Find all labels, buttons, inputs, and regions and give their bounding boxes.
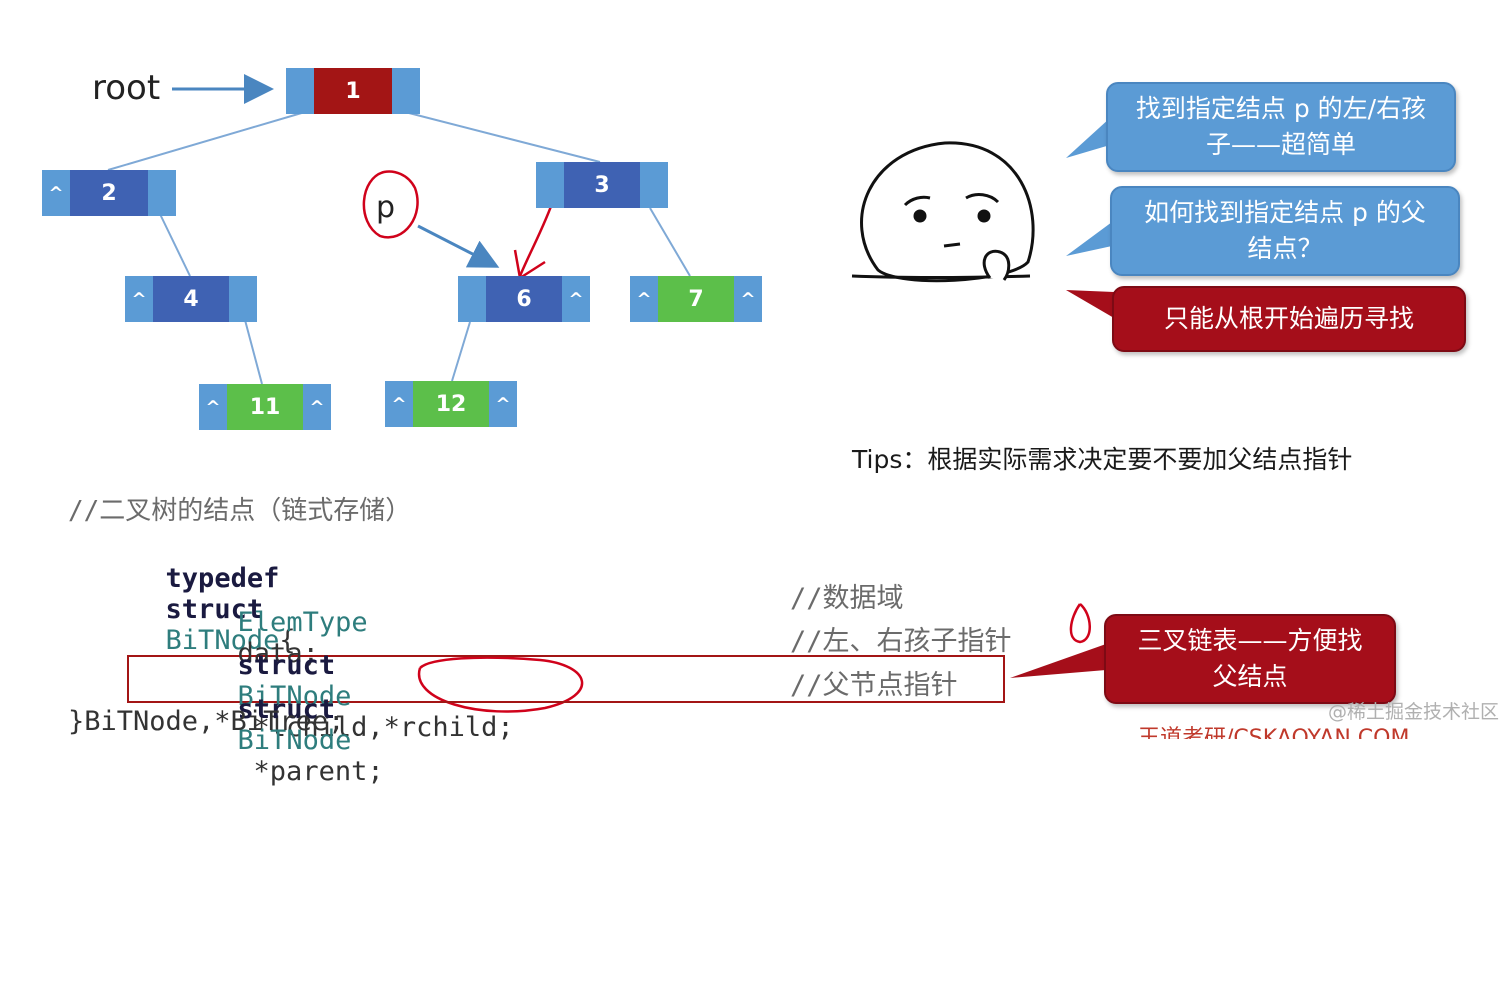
brace-open: { — [279, 625, 296, 656]
kw-struct: struct — [237, 694, 336, 725]
rchild-field — [148, 170, 176, 216]
node-value: 12 — [413, 381, 489, 427]
bubble3-tail — [1066, 290, 1114, 318]
edge-3-7 — [649, 207, 691, 277]
type-elemtype: ElemType — [237, 607, 368, 638]
lchild-field — [458, 276, 486, 322]
field-data: data; — [237, 638, 319, 669]
tree-node-12: ^ 12 ^ — [385, 381, 517, 427]
node-value: 4 — [153, 276, 229, 322]
null-marker: ^ — [562, 276, 590, 322]
field-parent: *parent; — [253, 756, 384, 787]
null-marker: ^ — [734, 276, 762, 322]
lchild-field — [536, 162, 564, 208]
edge-2-4 — [159, 213, 191, 277]
bubble2-tail — [1066, 222, 1112, 256]
code-block: //二叉树的结点（链式存储） typedef struct BiTNode{ E… — [68, 486, 1028, 787]
node-value: 7 — [658, 276, 734, 322]
edge-1-3 — [404, 111, 601, 163]
kw-struct: struct — [165, 594, 264, 625]
bubble-find-parent: 如何找到指定结点 p 的父结点？ — [1110, 186, 1460, 276]
watermark: @稀土掘金技术社区 — [1328, 701, 1500, 723]
bubble-find-children: 找到指定结点 p 的左/右孩子——超简单 — [1106, 82, 1456, 172]
code-line-children: struct BiTNode *lchild,*rchild; — [140, 619, 514, 774]
slide: root p 1 ^ 2 3 ^ 4 6 ^ ^ 7 ^ ^ 11 ^ — [42, 68, 1500, 787]
lchild-field — [286, 68, 314, 114]
bubble-text: 只能从根开始遍历寻找 — [1163, 304, 1414, 333]
tree-node-6: 6 ^ — [458, 276, 590, 322]
comment-children: //左、右孩子指针 — [790, 626, 1012, 657]
tree-node-1: 1 — [286, 68, 420, 114]
node-value: 1 — [314, 68, 392, 114]
comment-data: //数据域 — [790, 583, 904, 614]
code-line-parent: struct BiTNode *parent; — [140, 663, 384, 818]
kw-typedef: typedef — [165, 563, 280, 594]
code-line-data: ElemType data; — [140, 576, 368, 700]
rchild-field — [229, 276, 257, 322]
null-marker: ^ — [489, 381, 517, 427]
thinking-face-icon — [851, 141, 1035, 283]
bubble-three-link-list: 三叉链表——方便找父结点 — [1104, 614, 1396, 704]
edge-6-12 — [451, 321, 471, 382]
footer-brand: 王道考研/CSKAOYAN.COM — [1138, 726, 1410, 739]
code-line-closing: }BiTNode,*BiTree; — [68, 706, 345, 737]
field-children: *lchild,*rchild; — [253, 712, 514, 743]
red-arrow-to-6 — [518, 197, 556, 277]
tips-text: Tips：根据实际需求决定要不要加父结点指针 — [852, 445, 1353, 474]
pointer-label-p: p — [376, 190, 396, 225]
parent-highlight-box — [127, 655, 1005, 703]
kw-struct: struct — [237, 650, 336, 681]
rchild-field — [392, 68, 420, 114]
handwritten-mark — [1069, 603, 1091, 644]
node-value: 11 — [227, 384, 303, 430]
null-marker: ^ — [42, 170, 70, 216]
edge-4-11 — [244, 319, 263, 385]
tree-node-3: 3 — [536, 162, 668, 208]
node-value: 2 — [70, 170, 148, 216]
code-line-typedef: typedef struct BiTNode{ — [68, 532, 296, 687]
tree-node-2: ^ 2 — [42, 170, 176, 216]
code-comment-title: //二叉树的结点（链式存储） — [68, 496, 412, 526]
node-value: 6 — [486, 276, 562, 322]
rchild-field — [640, 162, 668, 208]
null-marker: ^ — [630, 276, 658, 322]
null-marker: ^ — [303, 384, 331, 430]
type-bitnode: BiTNode — [237, 681, 352, 712]
bubble-text: 如何找到指定结点 p 的父结点？ — [1144, 198, 1426, 263]
null-marker: ^ — [199, 384, 227, 430]
bubble4-tail — [1010, 644, 1106, 678]
comment-parent: //父节点指针 — [790, 670, 958, 701]
tree-node-4: ^ 4 — [125, 276, 257, 322]
null-marker: ^ — [125, 276, 153, 322]
bubble-text: 三叉链表——方便找父结点 — [1137, 626, 1363, 691]
p-arrow — [417, 224, 500, 268]
bubble-traverse-from-root: 只能从根开始遍历寻找 — [1112, 286, 1466, 352]
root-label: root — [92, 68, 161, 108]
tree-node-7: ^ 7 ^ — [630, 276, 762, 322]
p-circle — [362, 170, 419, 239]
type-bitnode: BiTNode — [165, 625, 280, 656]
edge-1-2 — [107, 111, 306, 171]
node-value: 3 — [564, 162, 640, 208]
bubble-text: 找到指定结点 p 的左/右孩子——超简单 — [1135, 94, 1427, 159]
bubble1-tail — [1066, 118, 1110, 158]
tree-node-11: ^ 11 ^ — [199, 384, 331, 430]
null-marker: ^ — [385, 381, 413, 427]
